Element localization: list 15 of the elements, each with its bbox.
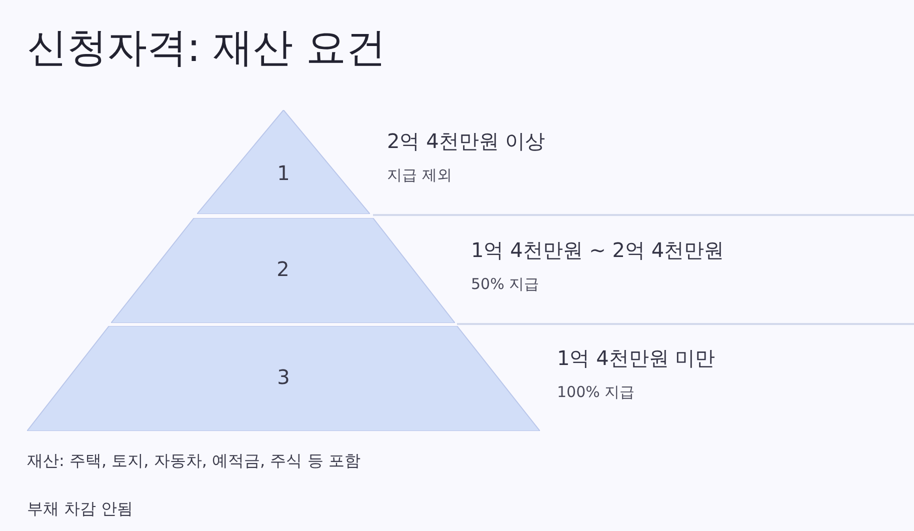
- note-text: 재산: 주택, 토지, 자동차, 예적금, 주식 등 포함: [27, 451, 360, 472]
- tier-heading: 2억 4천만원 이상: [387, 128, 546, 155]
- pyramid-tier: [27, 326, 540, 431]
- pyramid-tier: [111, 218, 455, 323]
- tier-note: 지급 제외: [387, 166, 452, 185]
- note-text: 부채 차감 안됨: [27, 499, 134, 520]
- tier-note: 100% 지급: [557, 383, 635, 402]
- tier-number: 2: [276, 256, 290, 280]
- tier-heading: 1억 4천만원 미만: [557, 345, 716, 372]
- tier-number: 1: [276, 161, 291, 185]
- title: 신청자격: 재산 요건: [27, 24, 386, 73]
- tier-number: 3: [276, 364, 291, 388]
- tier-heading: 1억 4천만원 ~ 2억 4천만원: [471, 237, 724, 264]
- pyramid-tier: [197, 110, 370, 214]
- tier-note: 50% 지급: [471, 275, 540, 294]
